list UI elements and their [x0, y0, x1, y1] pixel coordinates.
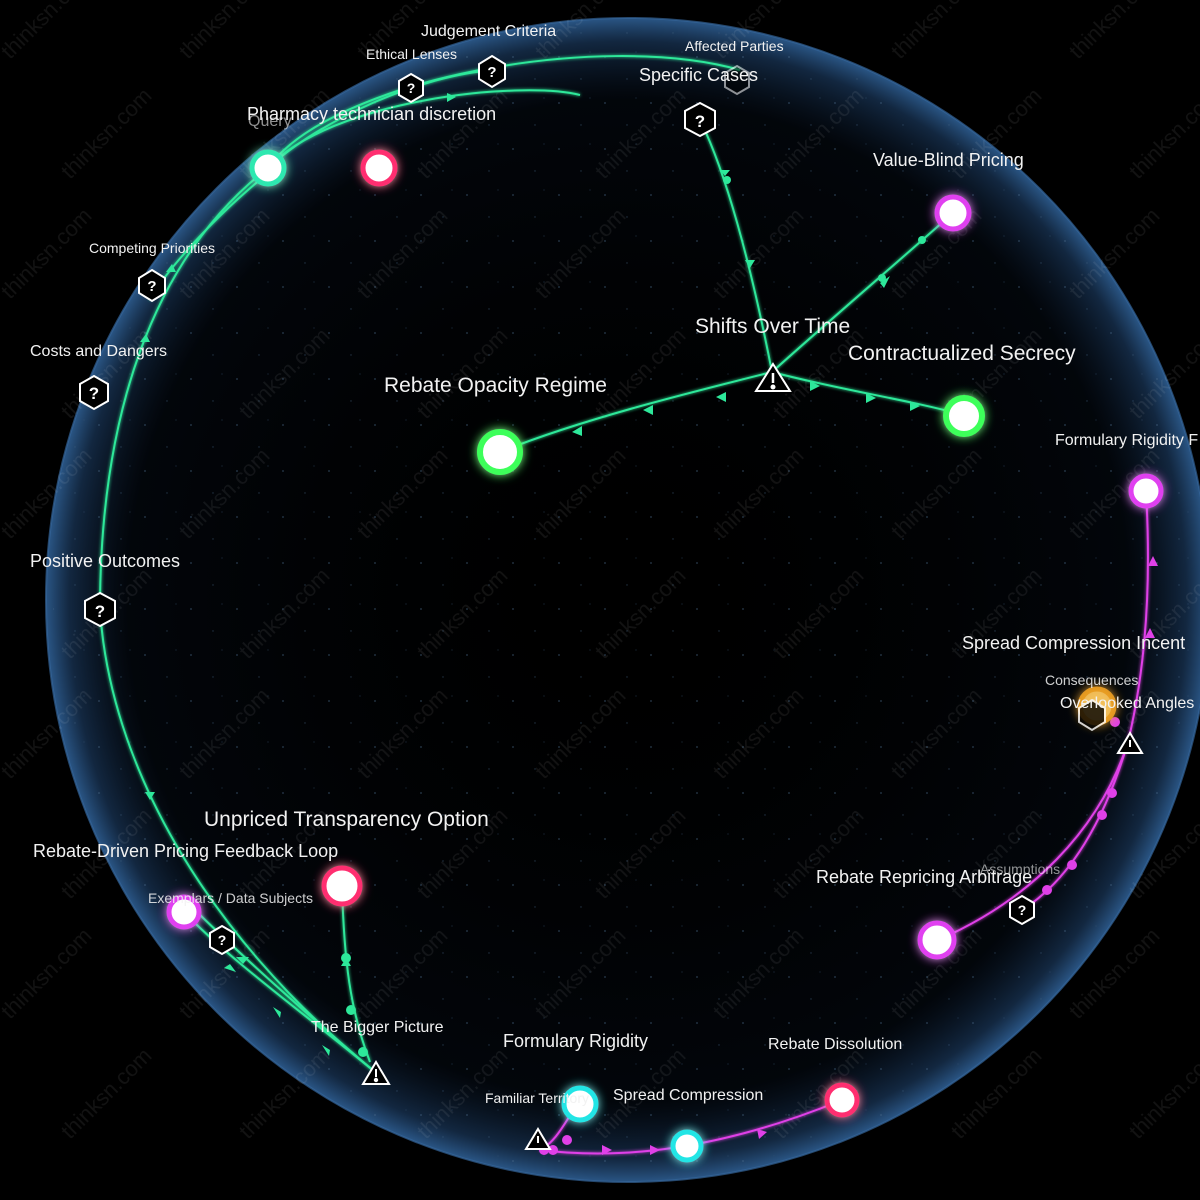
edge-arc-right-lower2	[1021, 741, 1129, 911]
label-specific-cases: Specific Cases	[639, 65, 758, 85]
watermark-text: thinksn.com	[1064, 0, 1165, 64]
hub-positive-outcomes-icon[interactable]: ?	[84, 591, 116, 628]
watermark-text: thinksn.com	[56, 83, 157, 184]
label-shifts-over-time: Shifts Over Time	[695, 315, 850, 338]
edge-arc-left-exemplars2	[189, 904, 376, 1073]
node-pharmacy-technician[interactable]	[360, 149, 398, 187]
label-rebate-repricing-arbitrage: Rebate Repricing Arbitrage	[816, 867, 1032, 887]
svg-text:?: ?	[218, 932, 227, 948]
svg-text:?: ?	[695, 112, 705, 131]
node-rebate-repricing-arbitrage[interactable]	[917, 920, 957, 960]
green-edges	[99, 55, 964, 1073]
label-judgement-criteria: Judgement Criteria	[421, 23, 556, 40]
hub-judgement-criteria-icon[interactable]: ?	[478, 54, 506, 89]
magenta-edge-markers	[539, 556, 1158, 1155]
label-competing-priorities: Competing Priorities	[89, 240, 215, 256]
label-assumptions: Assumptions	[980, 861, 1060, 877]
edge-arc-right	[1127, 491, 1150, 743]
node-contractualized-secrecy[interactable]	[943, 395, 985, 437]
watermark-text: thinksn.com	[1124, 83, 1200, 184]
hub-consequences-icon[interactable]	[1078, 698, 1106, 732]
hub-ethical-lenses-icon[interactable]: ?	[398, 72, 424, 104]
edge-arc-left-lower	[99, 609, 376, 1073]
question-hubs: ? ? ? ? ? ? ?	[79, 54, 1106, 956]
edge-specific-shifts	[699, 119, 773, 373]
label-consequences: Consequences	[1045, 672, 1138, 688]
label-overlooked-angles: Overlooked Angles	[1060, 695, 1194, 712]
label-pharmacy-technician: Pharmacy technician discretion	[247, 104, 496, 124]
label-unpriced-transparency: Unpriced Transparency Option	[204, 808, 489, 831]
watermark-text: thinksn.com	[886, 0, 987, 64]
shifts-over-time-warning-icon[interactable]	[754, 362, 792, 392]
edge-unpriced-bigger	[341, 885, 371, 1063]
svg-text:?: ?	[1018, 902, 1027, 918]
hub-assumptions-icon[interactable]: ?	[1009, 894, 1035, 926]
node-rebate-dissolution[interactable]	[824, 1082, 860, 1118]
label-familiar-territory: Familiar Territory	[485, 1090, 589, 1106]
label-value-blind-pricing: Value-Blind Pricing	[873, 150, 1024, 170]
svg-text:?: ?	[407, 80, 416, 96]
graph-nodes	[166, 149, 1164, 1163]
label-formulary-rigidity-right: Formulary Rigidity F	[1055, 432, 1198, 449]
svg-text:?: ?	[89, 384, 99, 403]
graph-labels: Judgement Criteria Affected Parties Ethi…	[30, 23, 1198, 1106]
edge-shifts-contractualized	[771, 371, 964, 416]
node-unpriced-transparency[interactable]	[321, 865, 363, 907]
familiar-territory-warning-icon[interactable]	[524, 1127, 552, 1150]
label-contractualized-secrecy: Contractualized Secrecy	[848, 342, 1076, 365]
edge-shifts-valueblind	[771, 212, 954, 373]
hub-affected-parties-icon[interactable]	[724, 64, 750, 96]
svg-text:?: ?	[487, 64, 496, 81]
label-positive-outcomes: Positive Outcomes	[30, 551, 180, 571]
label-spread-compression-incent: Spread Compression Incent	[962, 633, 1185, 653]
label-spread-compression: Spread Compression	[613, 1087, 763, 1104]
watermark-text: thinksn.com	[0, 923, 97, 1024]
label-exemplars-data-subjects: Exemplars / Data Subjects	[148, 890, 313, 906]
edge-arc-left	[99, 167, 269, 611]
label-formulary-rigidity-bottom: Formulary Rigidity	[503, 1031, 648, 1051]
edge-arc-right-lower	[937, 741, 1129, 941]
overlooked-angles-warning-icon[interactable]	[1116, 731, 1144, 754]
node-spread-compression[interactable]	[670, 1129, 704, 1163]
node-query[interactable]	[249, 149, 287, 187]
label-the-bigger-picture: The Bigger Picture	[311, 1019, 444, 1036]
edge-shifts-rebateopacity	[499, 371, 773, 453]
bigger-picture-warning-icon[interactable]	[361, 1060, 391, 1085]
edge-arc-outer-top	[267, 55, 741, 169]
label-ethical-lenses: Ethical Lenses	[366, 46, 457, 62]
watermark-text: thinksn.com	[0, 0, 97, 64]
label-rebate-dissolution: Rebate Dissolution	[768, 1036, 902, 1053]
label-rebate-driven-loop: Rebate-Driven Pricing Feedback Loop	[33, 841, 338, 861]
watermark-text: thinksn.com	[56, 1043, 157, 1144]
hub-specific-cases-icon[interactable]: ?	[684, 101, 716, 138]
watermark-text: thinksn.com	[1124, 1043, 1200, 1144]
node-formulary-rigidity-right[interactable]	[1128, 473, 1164, 509]
watermark-text: thinksn.com	[174, 0, 275, 64]
node-rebate-opacity-regime[interactable]	[477, 429, 523, 475]
warning-hubs	[361, 362, 1144, 1150]
hub-exemplars-icon[interactable]: ?	[209, 924, 235, 956]
node-value-blind-pricing[interactable]	[934, 194, 972, 232]
watermark-text: thinksn.com	[0, 203, 97, 304]
node-formulary-rigidity-bottom[interactable]	[561, 1085, 599, 1123]
label-rebate-opacity-regime: Rebate Opacity Regime	[384, 374, 607, 397]
svg-text:?: ?	[147, 278, 156, 295]
label-costs-and-dangers: Costs and Dangers	[30, 343, 167, 360]
label-query: Query	[248, 113, 292, 130]
svg-text:?: ?	[95, 602, 105, 621]
label-affected-parties: Affected Parties	[685, 38, 784, 54]
green-edge-markers	[140, 93, 926, 1057]
hub-competing-priorities-icon[interactable]: ?	[138, 268, 166, 303]
hub-costs-and-dangers-icon[interactable]: ?	[79, 374, 109, 411]
node-rebate-driven-loop[interactable]	[166, 894, 202, 930]
